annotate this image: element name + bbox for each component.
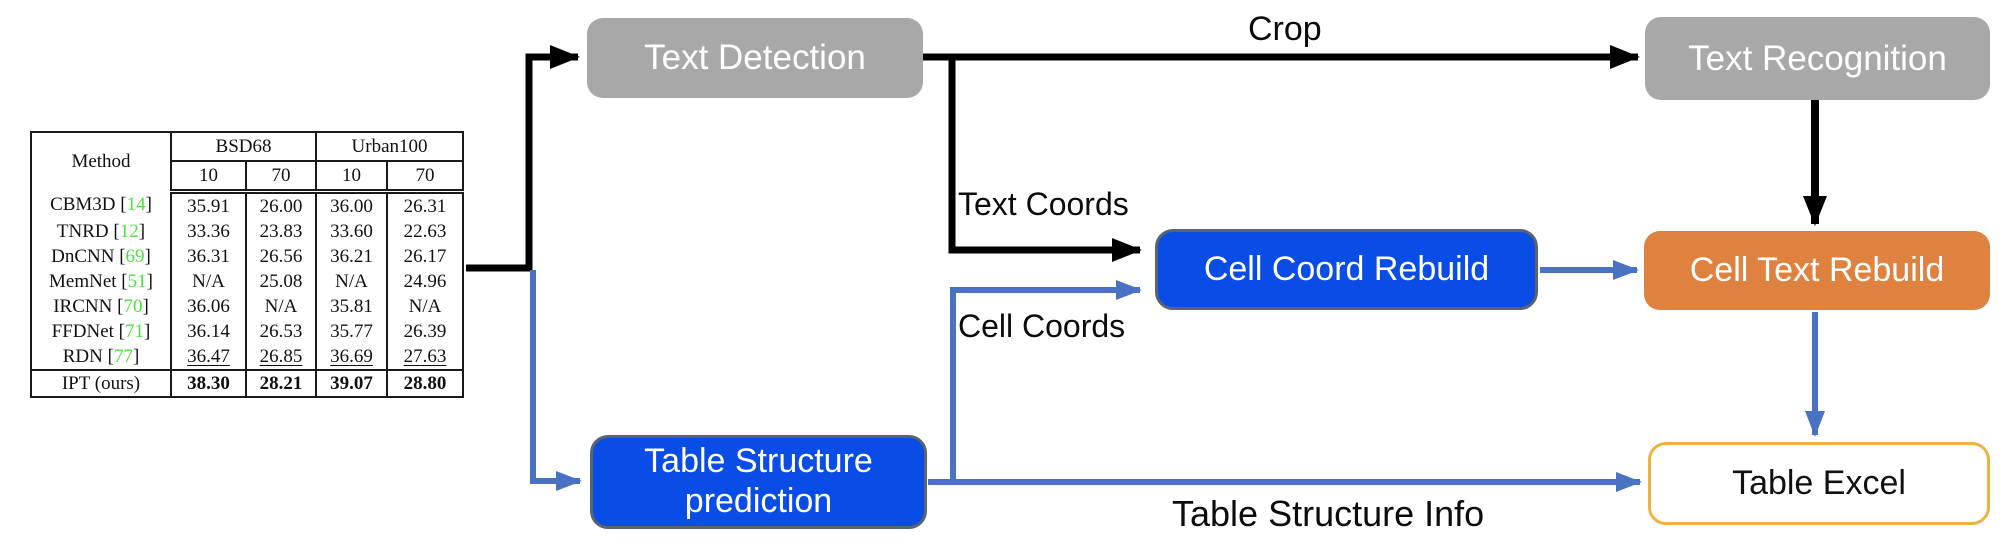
input-table-image: Method BSD68 Urban100 10 70 10 70 CBM3D … [30,131,465,398]
text-recognition-box: Text Recognition [1645,17,1990,100]
header-subcol: 10 [316,161,388,194]
value-cell: 35.81 [316,294,388,319]
value-cell: 28.21 [246,369,317,397]
header-group-urban100: Urban100 [316,132,464,162]
method-cell: MemNet [51] [31,269,172,294]
value-cell: 35.77 [316,319,388,344]
citation-number: 69 [125,245,145,267]
value-cell: N/A [171,269,247,294]
value-cell: 25.08 [246,269,317,294]
header-subcol: 70 [246,161,317,194]
value-cell: 24.96 [403,270,447,292]
method-cell: IPT (ours) [31,369,172,397]
table-structure-info-edge-label: Table Structure Info [1172,493,1485,534]
value-cell: 27.63 [403,345,447,367]
value-cell: 36.31 [171,244,247,269]
value-cell: 39.07 [316,369,388,397]
value-cell: 26.17 [403,245,447,267]
value-cell: 36.00 [316,191,388,219]
crop-edge-label: Crop [1248,10,1322,48]
value-cell: 36.06 [171,294,247,319]
header-subcol: 10 [171,161,247,194]
value-cell: 28.80 [387,369,464,397]
header-subcol: 70 [387,161,464,194]
citation-number: 51 [127,270,147,292]
value-cell: 36.69 [316,344,388,370]
value-cell: 36.47 [171,344,247,370]
text-detection-box: Text Detection [587,18,923,98]
value-cell: N/A [246,294,317,319]
arrow-text-coords [948,57,1142,262]
arrow-cell-coords [950,280,1142,480]
method-cell: TNRD [12] [31,219,172,244]
value-cell: 36.14 [171,319,247,344]
results-table: Method BSD68 Urban100 10 70 10 70 CBM3D … [30,131,465,398]
method-cell: RDN [77] [31,344,172,370]
header-method: Method [31,132,172,192]
citation-number: 70 [123,295,143,317]
value-cell: 33.36 [171,219,247,244]
cell-text-rebuild-box: Cell Text Rebuild [1644,231,1990,310]
arrow-table-to-table-structure [530,270,582,491]
value-cell: N/A [316,269,388,294]
value-cell: 26.85 [246,344,317,370]
value-cell: 35.91 [171,191,247,219]
value-cell: 26.39 [403,320,447,342]
value-cell: 26.31 [403,195,447,217]
value-cell: 33.60 [316,219,388,244]
value-cell: 26.53 [246,319,317,344]
table-excel-box: Table Excel [1648,442,1990,525]
arrow-table-to-text-detection [466,45,580,272]
value-cell: 38.30 [171,369,247,397]
cell-coords-edge-label: Cell Coords [958,308,1126,344]
cell-coord-rebuild-box: Cell Coord Rebuild [1155,229,1538,310]
value-cell: 36.21 [316,244,388,269]
value-cell: 22.63 [403,220,447,242]
value-cell: 26.00 [246,191,317,219]
value-cell: 23.83 [246,219,317,244]
header-group-bsd68: BSD68 [171,132,317,162]
method-cell: FFDNet [71] [31,319,172,344]
value-cell: N/A [408,295,442,317]
citation-number: 14 [126,194,146,216]
method-cell: IRCNN [70] [31,294,172,319]
method-cell: DnCNN [69] [31,244,172,269]
citation-number: 12 [119,220,139,242]
citation-number: 71 [125,320,145,342]
table-structure-prediction-box: Table Structure prediction [590,435,927,529]
method-cell: CBM3D [14] [31,191,172,219]
text-coords-edge-label: Text Coords [958,186,1129,222]
value-cell: 26.56 [246,244,317,269]
citation-number: 77 [113,345,133,367]
